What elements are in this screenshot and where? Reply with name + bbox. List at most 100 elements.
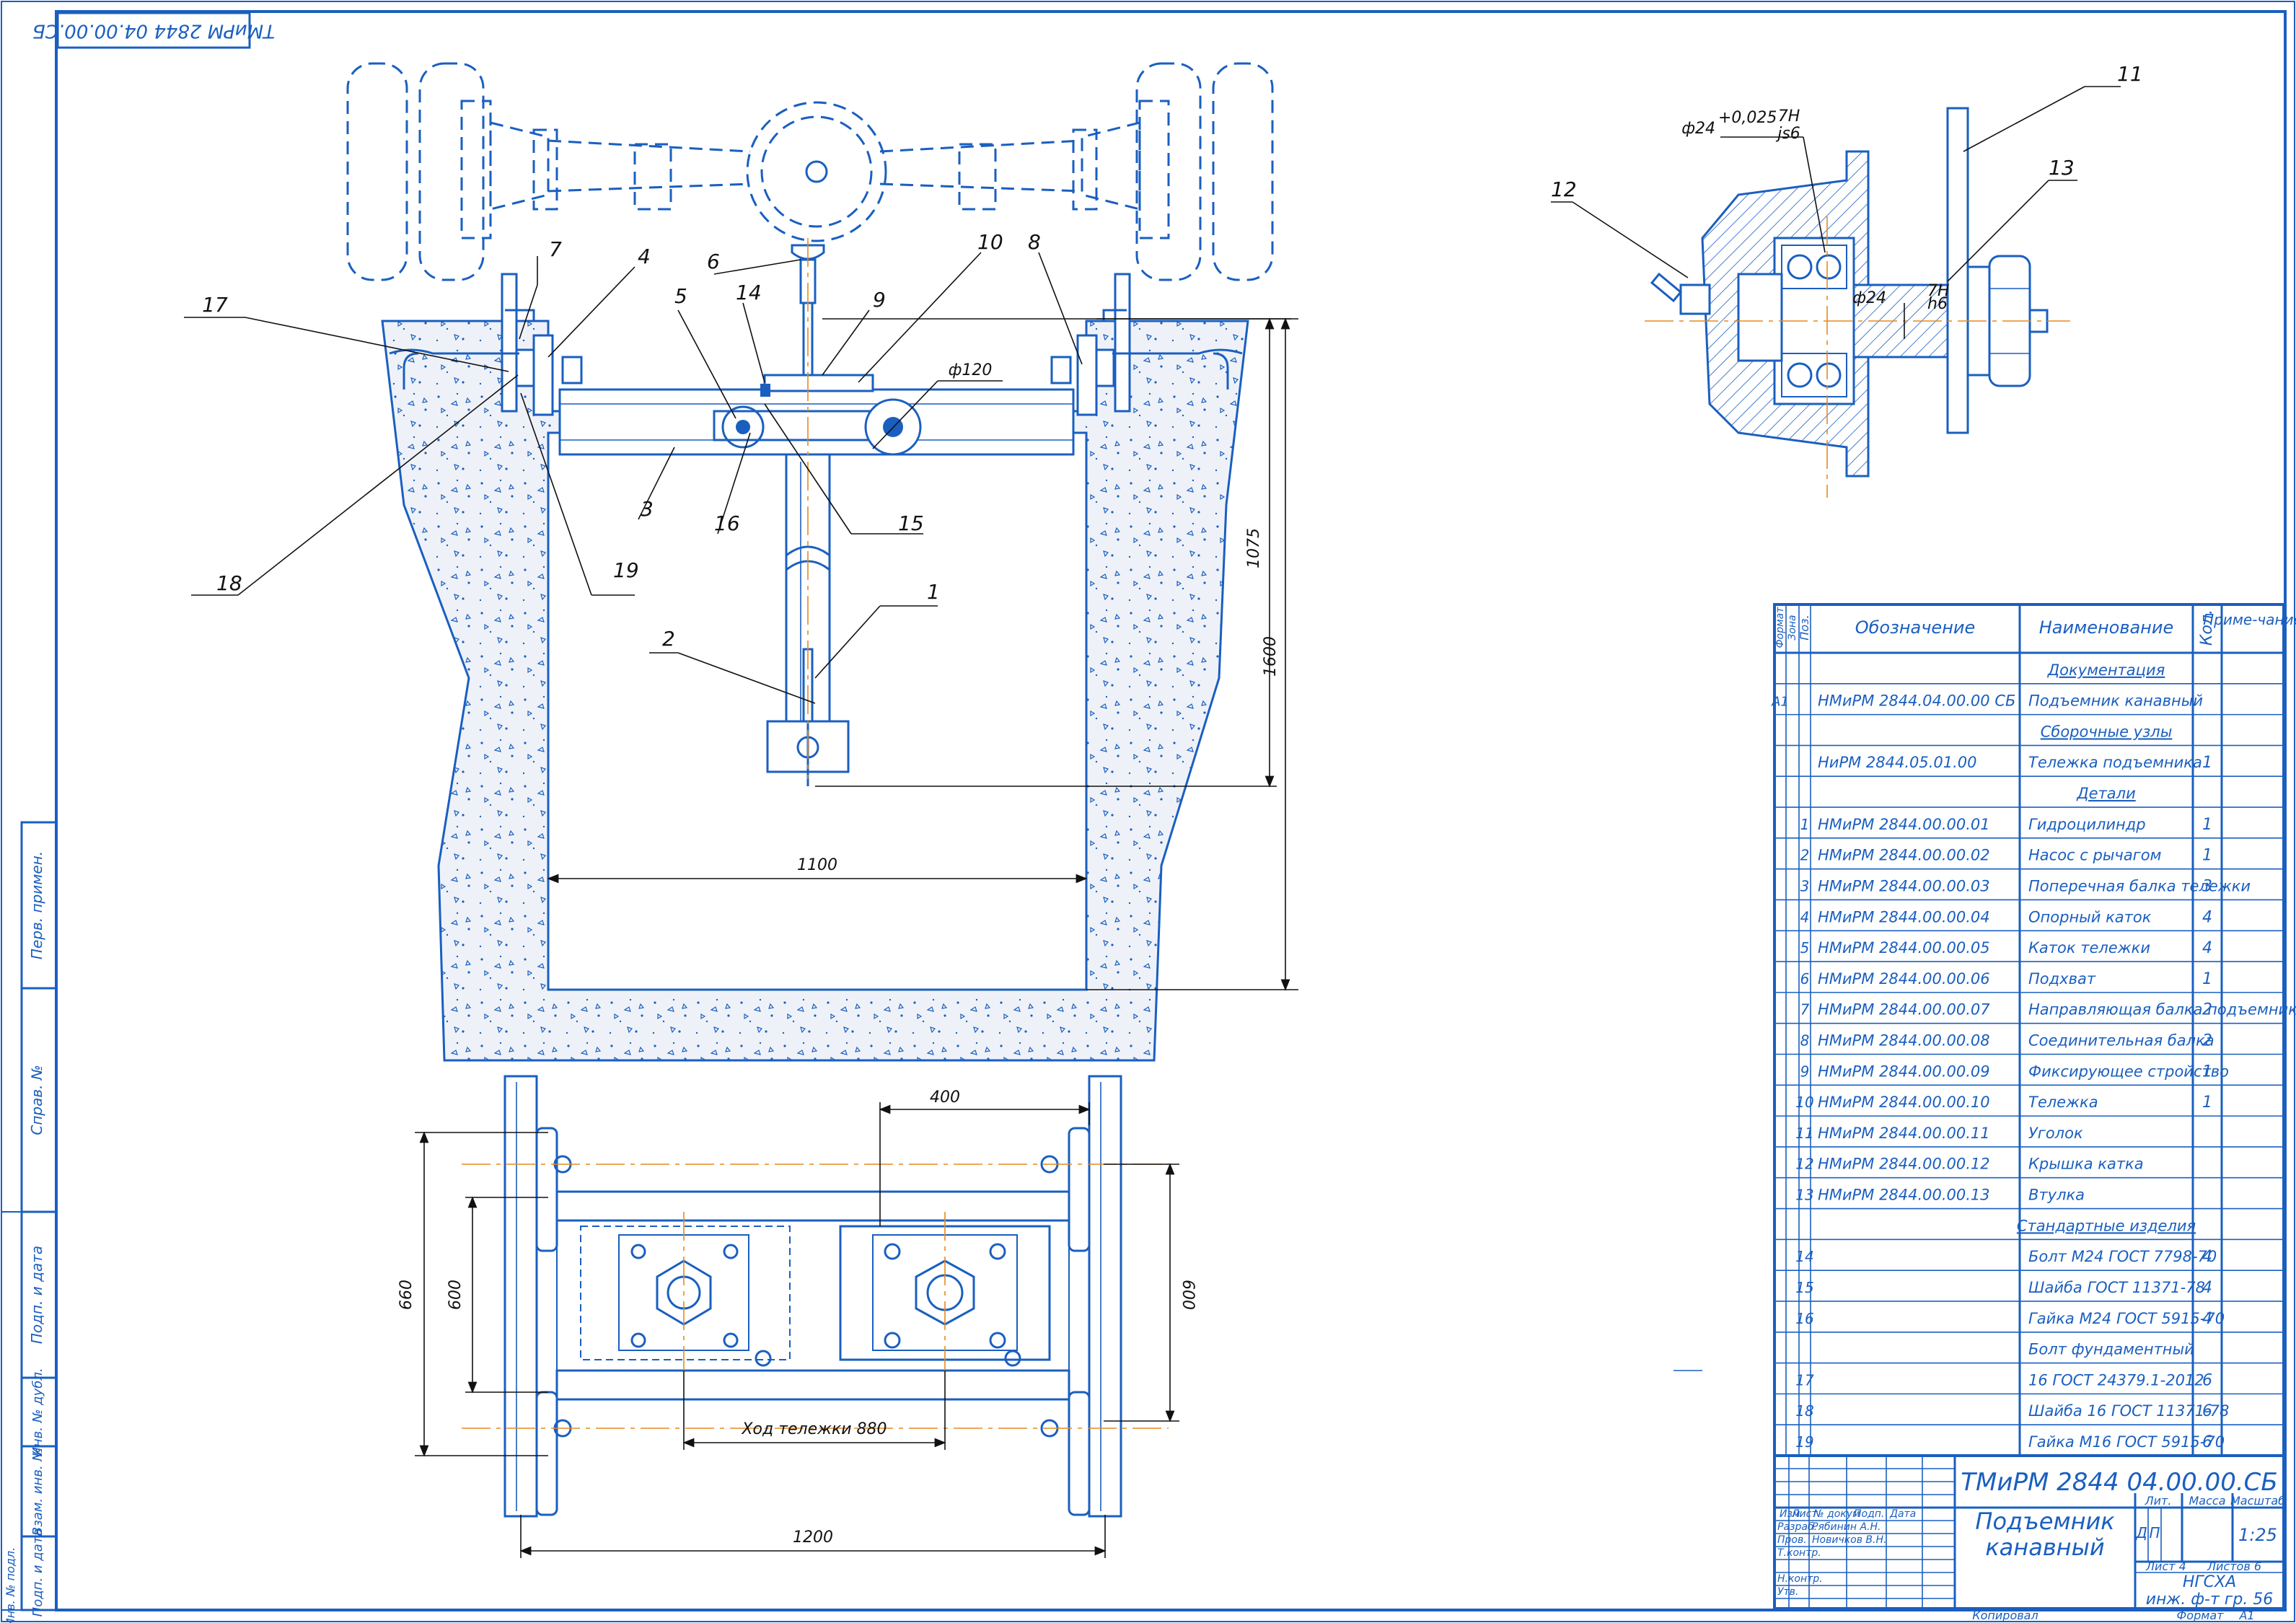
spec-name: Втулка <box>2028 1187 2085 1204</box>
spec-name: Детали <box>2076 785 2136 802</box>
tb-name-line2: канавный <box>1985 1534 2104 1561</box>
spec-qty: 4 <box>2202 1248 2212 1266</box>
dim-fit2-bot: h6 <box>1927 295 1948 313</box>
leader-6: 6 <box>707 250 720 273</box>
spec-qty: 4 <box>2202 1310 2212 1328</box>
spec-head-zone: Зона <box>1787 615 1798 640</box>
spec-name: Крышка катка <box>2028 1156 2144 1173</box>
spec-qty: 2 <box>2202 1001 2212 1019</box>
spec-designation: НМиРМ 2844.00.00.01 <box>1818 816 1990 833</box>
spec-designation: НМиРМ 2844.00.00.05 <box>1818 939 1990 956</box>
spec-name: Сборочные узлы <box>2041 723 2173 740</box>
tb-mass-label: Масса <box>2189 1494 2225 1508</box>
spec-name: Подъемник канавный <box>2028 692 2203 710</box>
spec-name: Гайка М24 ГОСТ 5915-70 <box>2028 1310 2225 1327</box>
spec-pos: 6 <box>1800 970 1810 988</box>
specification-table: Формат Зона Поз. Обозначение Наименовани… <box>1773 603 2296 1457</box>
dim-1200: 1200 <box>793 1529 833 1547</box>
spec-qty: 1 <box>2202 970 2212 988</box>
leader-18: 18 <box>216 571 242 595</box>
tb-org-1: НГСХА <box>2183 1573 2236 1591</box>
guide-beams <box>389 273 1243 416</box>
side-stamp-6: Инв. № подл. <box>4 1547 17 1623</box>
spec-qty: 6 <box>2202 1433 2212 1451</box>
spec-designation: НиРМ 2844.05.01.00 <box>1818 754 1977 771</box>
spec-head-format: Формат <box>1774 607 1786 648</box>
tb-col-head-4: Дата <box>1889 1508 1916 1520</box>
roller-detail-section <box>1650 107 2049 478</box>
tb-format: А1 <box>2238 1609 2254 1622</box>
spec-name: 16 ГОСТ 24379.1-2012 <box>2028 1371 2204 1389</box>
spec-pos: 19 <box>1795 1433 1813 1451</box>
spec-pos: 8 <box>1800 1032 1810 1050</box>
tb-copied: Копировал <box>1972 1609 2038 1622</box>
spec-designation: НМиРМ 2844.04.00.00 СБ <box>1818 692 2015 710</box>
spec-head-name: Наименование <box>2039 617 2174 638</box>
spec-qty: 1 <box>2202 816 2212 834</box>
spec-name: Опорный каток <box>2028 908 2152 925</box>
spec-name: Болт М24 ГОСТ 7798-70 <box>2028 1248 2217 1265</box>
tb-sheets: Листов 6 <box>2207 1560 2261 1573</box>
leader-5: 5 <box>674 284 687 308</box>
spec-name: Гайка М16 ГОСТ 5915-70 <box>2028 1433 2225 1451</box>
spec-qty: 6 <box>2202 1371 2212 1389</box>
spec-row: Сборочные узлы <box>1774 723 2284 747</box>
dim-400: 400 <box>930 1088 960 1107</box>
spec-pos: 3 <box>1800 877 1810 894</box>
tb-org-2: инж. ф-т гр. 56 <box>2146 1591 2274 1609</box>
leader-13: 13 <box>2049 156 2075 180</box>
tb-role-2: Т.контр. <box>1777 1547 1821 1559</box>
spec-pos: 4 <box>1800 908 1810 925</box>
leader-10: 10 <box>977 230 1003 254</box>
spec-name: Болт фундаментный <box>2028 1341 2194 1358</box>
spec-name: Гидроцилиндр <box>2028 816 2146 833</box>
leader-14: 14 <box>736 281 762 304</box>
spec-pos: 9 <box>1800 1063 1810 1080</box>
spec-designation: НМиРМ 2844.00.00.09 <box>1818 1063 1990 1080</box>
dim-fit2-top: 7H <box>1927 282 1950 300</box>
leader-12: 12 <box>1551 177 1577 201</box>
spec-qty: 3 <box>2202 877 2212 895</box>
spec-designation: НМиРМ 2844.00.00.06 <box>1818 970 1990 988</box>
dim-phi24-fit: ф24 <box>1681 120 1715 138</box>
dim-d120: ф120 <box>949 361 993 379</box>
dim-tol: +0,025 <box>1718 109 1777 127</box>
spec-name: Шайба ГОСТ 11371-78 <box>2028 1279 2205 1296</box>
spec-designation: НМиРМ 2844.00.00.07 <box>1818 1001 1990 1019</box>
tb-col-head-3: Подп. <box>1854 1508 1884 1520</box>
dim-660: 660 <box>397 1280 415 1310</box>
side-stamp-2: Подп. и дата <box>28 1246 45 1344</box>
spec-qty: 1 <box>2202 1063 2212 1081</box>
spec-row: 14 Болт М24 ГОСТ 7798-704 <box>1774 1248 2284 1271</box>
spec-designation: НМиРМ 2844.00.00.10 <box>1818 1094 1990 1111</box>
spec-name: Направляющая балка подъемника <box>2028 1001 2296 1019</box>
dim-1600: 1600 <box>1262 636 1280 677</box>
spec-pos: 15 <box>1795 1279 1813 1296</box>
spec-designation: НМиРМ 2844.00.00.04 <box>1818 908 1990 925</box>
spec-name: Тележка <box>2028 1094 2098 1111</box>
spec-row: 1 НМиРМ 2844.00.00.01 Гидроцилиндр 1 <box>1774 816 2284 839</box>
leader-16: 16 <box>714 511 740 535</box>
tb-designation: ТМиРМ 2844 04.00.00.СБ <box>1961 1468 2277 1497</box>
spec-designation: НМиРМ 2844.00.00.13 <box>1818 1187 1990 1204</box>
spec-name: Соединительная балка <box>2028 1032 2214 1050</box>
spec-pos: 1 <box>1800 816 1810 833</box>
tb-name-line1: Подъемник <box>1975 1508 2115 1535</box>
leader-2: 2 <box>662 627 675 651</box>
spec-row: Болт фундаментный <box>1774 1341 2284 1364</box>
spec-pos: 14 <box>1795 1248 1813 1265</box>
vehicle-axle-phantom <box>346 62 1274 281</box>
leader-1: 1 <box>927 580 940 604</box>
